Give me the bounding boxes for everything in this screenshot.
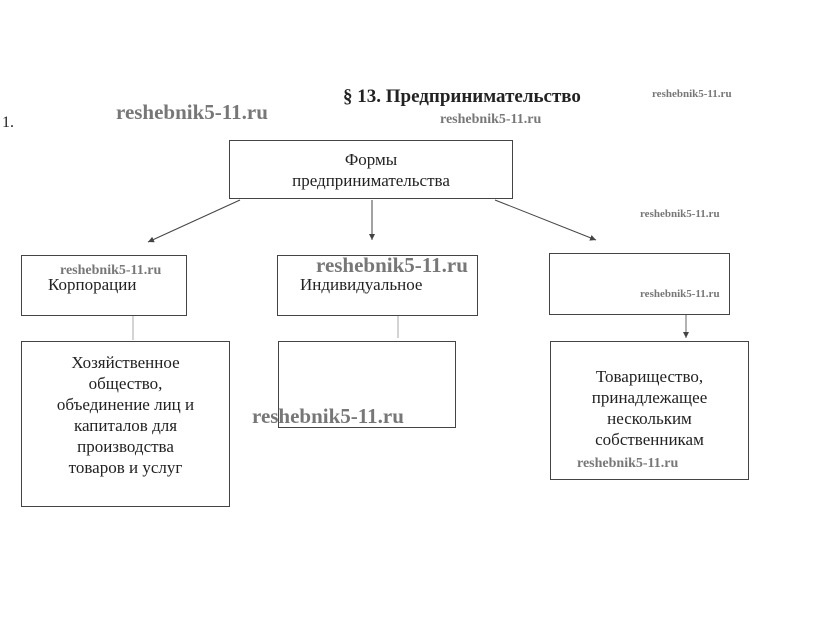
detail-line: Товарищество,: [595, 367, 704, 386]
arrow-to-corporations: [147, 199, 241, 243]
box-empty-third: [549, 253, 730, 315]
box-partnership-detail: Товарищество, принадлежащее нескольким с…: [550, 341, 749, 480]
watermark: reshebnik5-11.ru: [652, 88, 732, 100]
watermark: reshebnik5-11.ru: [440, 112, 542, 127]
root-line1: Формы: [344, 150, 398, 169]
task-number: 1.: [2, 114, 14, 131]
page-title: § 13. Предпринимательство: [343, 86, 581, 107]
detail-line: общество,: [88, 374, 163, 393]
detail-line: капиталов для: [73, 416, 178, 435]
root-box-forms: Формы предпринимательства: [229, 140, 513, 199]
watermark: reshebnik5-11.ru: [60, 263, 162, 278]
detail-line: принадлежащее: [591, 388, 708, 407]
detail-line: производства: [77, 437, 174, 456]
box-corporations-detail: Хозяйственное общество, объединение лиц …: [21, 341, 230, 507]
arrow-to-partnership: [494, 199, 597, 241]
box-corporations: Корпорации: [21, 255, 187, 316]
detail-line: собственникам: [595, 430, 704, 449]
watermark: reshebnik5-11.ru: [252, 404, 404, 428]
watermark: reshebnik5-11.ru: [116, 100, 268, 124]
detail-line: товаров и услуг: [68, 458, 183, 477]
watermark: reshebnik5-11.ru: [640, 208, 720, 220]
root-line2: предпринимательства: [292, 171, 450, 190]
detail-line: объединение лиц и: [56, 395, 195, 414]
watermark: reshebnik5-11.ru: [316, 253, 468, 277]
watermark: reshebnik5-11.ru: [640, 288, 720, 300]
watermark: reshebnik5-11.ru: [577, 456, 679, 471]
detail-line: Хозяйственное: [71, 353, 180, 372]
box-individual-detail: [278, 341, 456, 428]
detail-line: нескольким: [607, 409, 692, 428]
box-individual: Индивидуальное: [277, 255, 478, 316]
